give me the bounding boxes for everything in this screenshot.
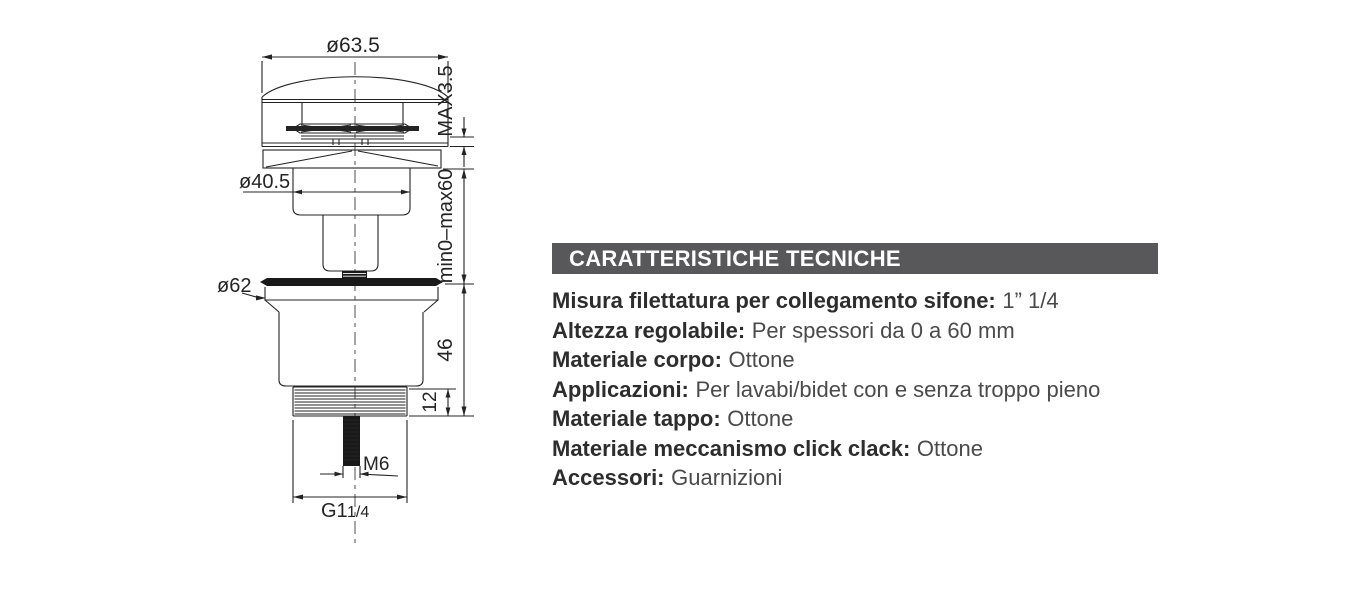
- spec-value: 1” 1/4: [1002, 288, 1059, 313]
- section-header-title: CARATTERISTICHE TECNICHE: [569, 246, 901, 271]
- tech-specs-panel: CARATTERISTICHE TECNICHE Misura filettat…: [552, 243, 1158, 493]
- dim-cap-max: MAX3.5: [435, 65, 457, 136]
- spec-value: Per spessori da 0 a 60 mm: [751, 317, 1015, 343]
- spec-row-mechanism-material: Materiale meccanismo click clack:Ottone: [552, 434, 1158, 464]
- spec-row-body-material: Materiale corpo:Ottone: [552, 345, 1158, 375]
- spec-value: Per lavabi/bidet con e senza troppo pien…: [695, 376, 1101, 402]
- body: [278, 312, 424, 387]
- dim-pipe-thread-frac: 1/4: [347, 504, 369, 521]
- spec-label: Materiale corpo:: [552, 347, 722, 372]
- spec-value: Ottone: [728, 347, 795, 372]
- spec-list: Misura filettatura per collegamento sifo…: [552, 286, 1158, 493]
- spec-label: Materiale tappo:: [552, 406, 721, 431]
- spec-row-accessories: Accessori:Guarnizioni: [552, 463, 1158, 493]
- dim-thread-length: 12: [420, 391, 441, 412]
- spec-label: Materiale meccanismo click clack:: [552, 435, 911, 461]
- cap-dome: [261, 76, 449, 98]
- dim-flange-diameter: ø62: [217, 275, 251, 297]
- dim-stud: M6: [363, 454, 389, 475]
- dim-height-range: min0–max60: [435, 169, 457, 284]
- spec-row-thread: Misura filettatura per collegamento sifo…: [552, 286, 1158, 316]
- spec-row-cap-material: Materiale tappo:Ottone: [552, 404, 1158, 434]
- upper-cylinder: [292, 168, 411, 216]
- stem-thread-nub: [342, 271, 367, 279]
- spec-value: Ottone: [916, 435, 983, 461]
- flange-gasket: [260, 278, 443, 286]
- dim-cap-diameter: ø63.5: [326, 34, 380, 57]
- spec-label: Applicazioni:: [552, 376, 689, 402]
- spec-value: Ottone: [727, 406, 794, 431]
- stem: [322, 215, 379, 272]
- m6-stud-threads: [344, 419, 359, 461]
- dim-mid-diameter: ø40.5: [239, 171, 290, 193]
- section-header: CARATTERISTICHE TECNICHE: [552, 243, 1158, 274]
- spec-row-applications: Applicazioni:Per lavabi/bidet con e senz…: [552, 375, 1158, 405]
- spec-label: Misura filettatura per collegamento sifo…: [552, 288, 996, 313]
- mounting-ring: [262, 149, 442, 169]
- dim-pipe-thread: G1: [321, 500, 348, 522]
- spec-label: Accessori:: [552, 465, 665, 490]
- dim-body-height: 46: [434, 338, 457, 361]
- spec-value: Guarnizioni: [671, 465, 783, 490]
- thread-lines: [294, 389, 406, 415]
- flange-plate: [264, 287, 439, 301]
- spec-row-height: Altezza regolabile:Per spessori da 0 a 6…: [552, 316, 1158, 346]
- technical-drawing: ø63.5: [217, 34, 474, 543]
- spec-label: Altezza regolabile:: [552, 317, 746, 343]
